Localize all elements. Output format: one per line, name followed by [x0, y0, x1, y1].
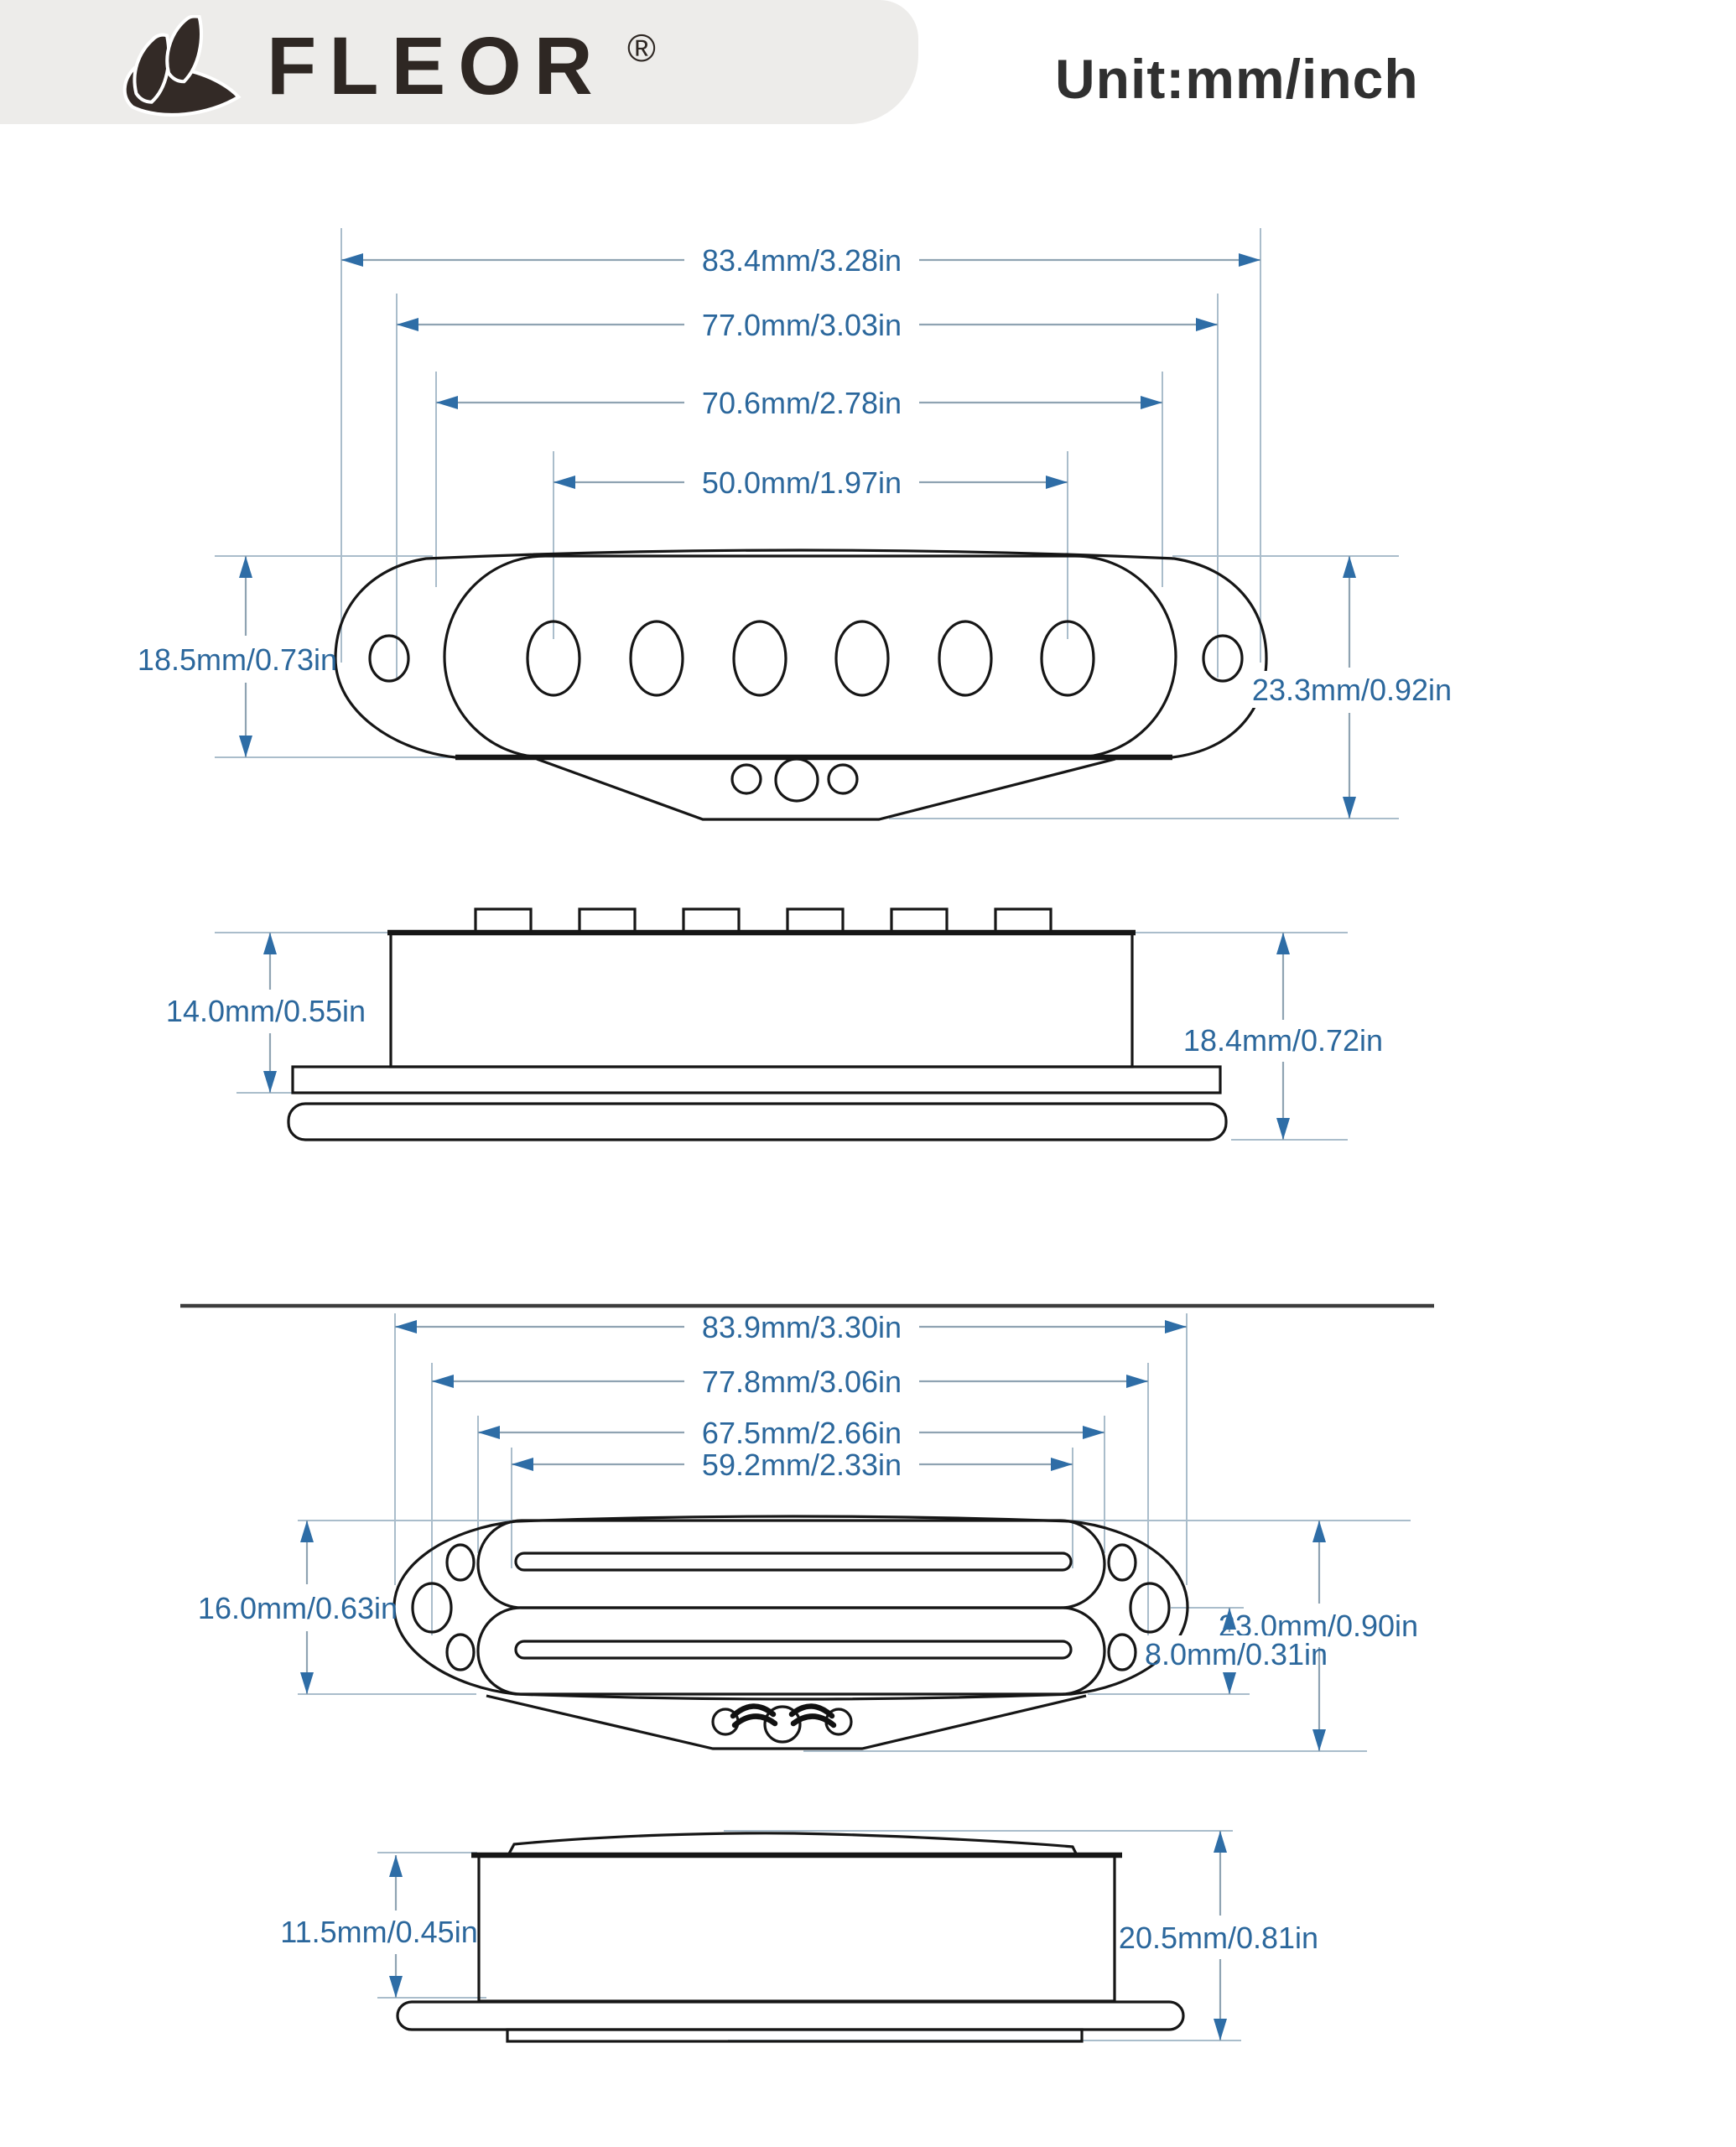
d3-dim-screw-spacing: 77.8mm/3.06in	[432, 1363, 1148, 1400]
dim-label-d1-cover-width: 70.6mm/2.78in	[702, 386, 902, 420]
d3-corner-screw-holes	[445, 1543, 1137, 1671]
d3-coil-bottom	[476, 1606, 1106, 1696]
d3-coil-top	[476, 1519, 1106, 1609]
dim-label-d3-screw-spacing: 77.8mm/3.06in	[702, 1365, 902, 1399]
d2-dim-body-height: 14.0mm/0.55in	[165, 933, 366, 1093]
d1-mount-hole-right	[1202, 634, 1244, 683]
leaf-petal-middle	[133, 33, 171, 104]
d1-mount-hole-left	[368, 634, 410, 683]
dim-label-d3-coil-height: 8.0mm/0.31in	[1145, 1637, 1328, 1671]
d3-rail-bottom	[514, 1640, 1073, 1660]
d1-dim-screw-spacing: 77.0mm/3.03in	[397, 306, 1218, 343]
dual-rail-top-view-drawing: 83.9mm/3.30in 77.8mm/3.06in 67.5mm/2.66i…	[198, 1308, 1418, 1752]
d3-mount-hole-right	[1129, 1582, 1171, 1634]
d3-extension-lines	[298, 1313, 1411, 1752]
d3-rail-top	[514, 1552, 1073, 1572]
d2-dim-total-height: 18.4mm/0.72in	[1182, 933, 1384, 1140]
d3-dim-coil-height: 8.0mm/0.31in	[1145, 1608, 1328, 1694]
d4-extension-lines	[377, 1830, 1241, 2041]
d4-dim-total-height: 20.5mm/0.81in	[1119, 1831, 1318, 2040]
d2-extension-lines	[215, 932, 1348, 1141]
d4-top-cover-dome	[507, 1832, 1079, 1856]
d3-dim-rail-length: 59.2mm/2.33in	[512, 1446, 1073, 1483]
dim-label-d1-total-height: 23.3mm/0.92in	[1252, 673, 1452, 707]
d3-dim-outer-width: 83.9mm/3.30in	[395, 1308, 1187, 1345]
d1-dim-total-height: 23.3mm/0.92in	[1251, 556, 1453, 819]
dim-label-d2-total-height: 18.4mm/0.72in	[1183, 1023, 1383, 1058]
units-title: Unit:mm/inch	[1055, 48, 1419, 110]
dim-label-d2-body-height: 14.0mm/0.55in	[166, 994, 366, 1028]
d3-mount-hole-left	[411, 1582, 453, 1634]
d3-base-trapezoid	[486, 1694, 1087, 1750]
d1-dim-cover-height: 18.5mm/0.73in	[138, 556, 337, 757]
d1-base-trapezoid	[536, 757, 1116, 821]
dim-label-d1-outer-width: 83.4mm/3.28in	[702, 243, 902, 278]
d2-base-flange	[291, 1065, 1222, 1094]
single-coil-side-view-drawing: 14.0mm/0.55in 18.4mm/0.72in	[165, 907, 1384, 1141]
d1-dim-outer-width: 83.4mm/3.28in	[341, 242, 1260, 278]
d2-pole-pieces	[474, 907, 1053, 934]
dim-label-d3-cover-height: 16.0mm/0.63in	[198, 1591, 398, 1625]
single-coil-top-view-drawing: 83.4mm/3.28in 77.0mm/3.03in 70.6mm/2.78i…	[138, 228, 1453, 821]
d3-dim-cover-width: 67.5mm/2.66in	[478, 1414, 1104, 1451]
d4-dim-body-height: 11.5mm/0.45in	[280, 1855, 478, 1998]
dim-label-d3-cover-width: 67.5mm/2.66in	[702, 1416, 902, 1450]
d1-dim-pole-spread: 50.0mm/1.97in	[554, 464, 1068, 501]
brand-name: FLEOR	[267, 20, 606, 112]
dim-label-d1-pole-spread: 50.0mm/1.97in	[702, 465, 902, 500]
d2-bobbin-body	[389, 931, 1134, 1068]
dim-label-d3-outer-width: 83.9mm/3.30in	[702, 1310, 902, 1344]
d4-base-flange	[396, 2000, 1185, 2031]
d3-wire-leads	[711, 1703, 853, 1744]
dual-rail-side-view-drawing: 11.5mm/0.45in 20.5mm/0.81in	[280, 1830, 1318, 2043]
d1-pole-pieces	[526, 620, 1095, 697]
d2-bottom-cover	[287, 1102, 1228, 1141]
dim-label-d1-screw-spacing: 77.0mm/3.03in	[702, 308, 902, 342]
d1-wire-holes	[730, 757, 859, 803]
leaf-petal-top	[165, 15, 203, 84]
dim-label-d3-rail-length: 59.2mm/2.33in	[702, 1448, 902, 1482]
dim-label-d1-cover-height: 18.5mm/0.73in	[138, 642, 337, 677]
d1-flange-outline	[334, 548, 1268, 759]
fleor-leaf-logo-icon	[122, 15, 242, 117]
registered-trademark-mark: ®	[627, 26, 656, 70]
dim-label-d4-total-height: 20.5mm/0.81in	[1119, 1921, 1318, 1955]
d4-bottom-plate	[506, 2028, 1084, 2043]
d3-dim-cover-height: 16.0mm/0.63in	[198, 1521, 398, 1694]
brand-header-box: FLEOR ®	[0, 0, 918, 124]
dim-label-d4-body-height: 11.5mm/0.45in	[280, 1915, 477, 1949]
d1-dim-cover-width: 70.6mm/2.78in	[436, 384, 1162, 421]
d4-bobbin-body	[477, 1853, 1116, 2003]
